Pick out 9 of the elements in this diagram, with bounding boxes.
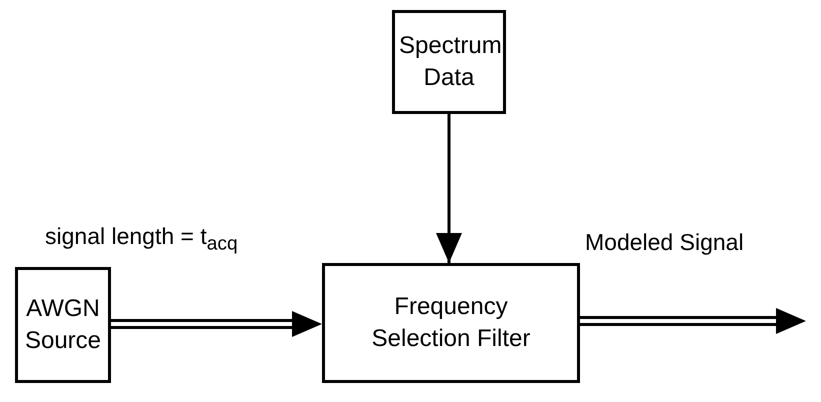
process-box <box>392 10 506 114</box>
arrow <box>580 308 806 334</box>
box-label: AWGN Source <box>24 294 102 356</box>
box-label: Frequency Selection Filter <box>370 292 532 354</box>
process-box <box>15 267 111 383</box>
arrow <box>111 311 322 337</box>
process-box <box>322 263 580 383</box>
arrow <box>436 114 462 263</box>
box-label: Spectrum Data <box>399 31 499 93</box>
